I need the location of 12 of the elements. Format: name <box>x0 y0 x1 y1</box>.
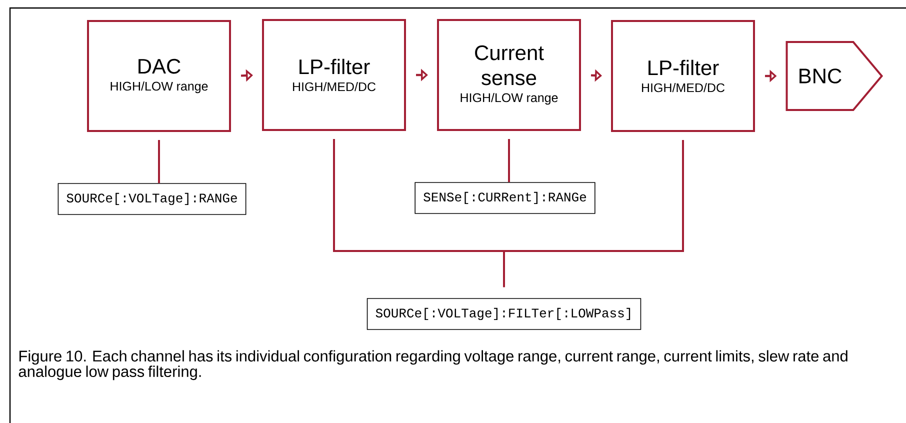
connector-line <box>508 139 510 182</box>
block-box: LP-filter HIGH/MED/DC <box>611 20 755 132</box>
block-box: DAC HIGH/LOW range <box>87 20 231 132</box>
block-box: Current sense HIGH/LOW range <box>437 19 581 131</box>
connector-pentagon: BNC <box>786 41 884 111</box>
command-box: SOURCe[:VOLTage]:RANGe <box>58 183 246 215</box>
command-box: SENSe[:CURRent]:RANGe <box>414 182 596 214</box>
block-box: LP-filter HIGH/MED/DC <box>262 19 406 131</box>
command-box: SOURCe[:VOLTage]:FILTer[:LOWPass] <box>366 298 642 330</box>
figure-caption: Figure 10. Each channel has its individual configuration regarding voltage range, current range, current limits, slew rate and analogue low pass filtering. <box>18 350 848 380</box>
connector-line <box>503 140 684 288</box>
connector-line <box>158 140 160 184</box>
